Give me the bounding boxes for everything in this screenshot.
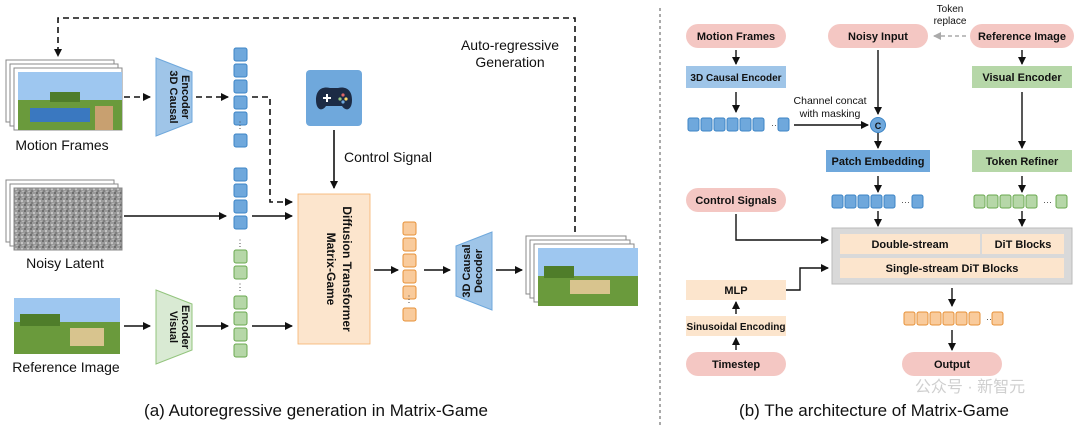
motion-token-row: ··· bbox=[687, 117, 790, 132]
block-visual-encoder: Visual Encoder bbox=[972, 66, 1072, 88]
block-patch-embedding: Patch Embedding bbox=[826, 150, 930, 172]
output-token-column: ⋮ bbox=[402, 221, 417, 322]
arrow-control-to-dit-r bbox=[735, 214, 829, 244]
svg-text:⋮: ⋮ bbox=[236, 120, 245, 130]
left-caption: (a) Autoregressive generation in Matrix-… bbox=[144, 401, 488, 420]
block-3d-causal-encoder: 3D Causal Encoder bbox=[686, 66, 786, 88]
svg-text:Matrix-Game: Matrix-Game bbox=[324, 233, 338, 306]
arrow-mlp-to-dit bbox=[786, 264, 829, 291]
latent-token-column: ⋮ bbox=[233, 167, 248, 280]
generated-frames-stack bbox=[525, 235, 638, 306]
reference-token-row: ··· bbox=[973, 194, 1068, 209]
autoregressive-loop bbox=[54, 17, 576, 232]
svg-text:Diffusion Transformer: Diffusion Transformer bbox=[340, 206, 354, 332]
svg-text:3D Causal Encoder: 3D Causal Encoder bbox=[690, 73, 781, 84]
svg-text:Decoder: Decoder bbox=[473, 248, 485, 293]
pill-output: Output bbox=[902, 352, 1002, 376]
svg-text:Visual Encoder: Visual Encoder bbox=[982, 72, 1062, 84]
svg-text:C: C bbox=[875, 121, 882, 131]
patch-token-row: ··· bbox=[831, 194, 924, 209]
svg-text:3D Causal: 3D Causal bbox=[461, 244, 473, 297]
svg-text:···: ··· bbox=[771, 120, 780, 130]
causal-encoder-block: 3D Causal Encoder bbox=[155, 57, 193, 137]
svg-text:Token Refiner: Token Refiner bbox=[986, 156, 1059, 168]
svg-text:Output: Output bbox=[934, 359, 970, 371]
svg-text:⋮: ⋮ bbox=[236, 282, 245, 292]
svg-text:Visual: Visual bbox=[167, 311, 179, 343]
motion-frames-label: Motion Frames bbox=[15, 137, 108, 153]
svg-text:Encoder: Encoder bbox=[179, 75, 191, 120]
token-replace-label: Token bbox=[937, 4, 964, 15]
svg-text:···: ··· bbox=[901, 197, 910, 207]
noisy-latent-label: Noisy Latent bbox=[26, 255, 104, 271]
pill-motion-frames: Motion Frames bbox=[686, 24, 786, 48]
dit-blocks-label: DiT Blocks bbox=[995, 239, 1052, 251]
gamepad-icon bbox=[306, 70, 362, 126]
visual-encoder-block: Visual Encoder bbox=[155, 289, 193, 365]
svg-text:Motion Frames: Motion Frames bbox=[697, 31, 775, 43]
concat-node: C bbox=[870, 117, 886, 133]
svg-text:Timestep: Timestep bbox=[712, 359, 760, 371]
double-stream-label: Double-stream bbox=[871, 239, 948, 251]
dit-blocks-panel: Double-stream DiT Blocks Single-stream D… bbox=[831, 227, 1073, 285]
channel-concat-label: Channel concat bbox=[794, 95, 867, 107]
arrow-motion-tokens-to-dit bbox=[252, 96, 293, 206]
channel-concat-label-2: with masking bbox=[799, 108, 861, 120]
control-signal-label: Control Signal bbox=[344, 149, 432, 165]
reference-image-label: Reference Image bbox=[12, 359, 120, 375]
svg-text:Sinusoidal Encoding: Sinusoidal Encoding bbox=[687, 322, 786, 333]
svg-text:⋮: ⋮ bbox=[236, 238, 245, 248]
autoregressive-label-2: Generation bbox=[475, 54, 544, 70]
noisy-latent-stack bbox=[5, 179, 123, 251]
svg-text:⋮: ⋮ bbox=[405, 294, 414, 304]
reference-image bbox=[14, 298, 120, 354]
right-caption: (b) The architecture of Matrix-Game bbox=[739, 401, 1009, 420]
pill-control-signals: Control Signals bbox=[686, 188, 786, 212]
output-token-row: ··· bbox=[903, 311, 1004, 326]
svg-text:···: ··· bbox=[1043, 197, 1052, 207]
reference-token-column: ⋮ bbox=[233, 282, 248, 358]
motion-token-column: ⋮ bbox=[233, 47, 248, 148]
svg-text:MLP: MLP bbox=[724, 285, 747, 297]
diffusion-transformer-block: Matrix-Game Diffusion Transformer bbox=[297, 193, 371, 345]
watermark: 公众号 · 新智元 bbox=[915, 378, 1025, 396]
pill-timestep: Timestep bbox=[686, 352, 786, 376]
block-sinusoidal-encoding: Sinusoidal Encoding bbox=[686, 316, 786, 336]
causal-decoder-block: 3D Causal Decoder bbox=[455, 231, 493, 311]
block-mlp: MLP bbox=[686, 280, 786, 300]
pill-reference-image: Reference Image bbox=[970, 24, 1074, 48]
svg-text:3D Causal: 3D Causal bbox=[167, 70, 179, 123]
token-replace-label-2: replace bbox=[934, 16, 967, 27]
pill-noisy-input: Noisy Input bbox=[828, 24, 928, 48]
block-token-refiner: Token Refiner bbox=[972, 150, 1072, 172]
svg-text:Control Signals: Control Signals bbox=[695, 195, 776, 207]
svg-text:Patch Embedding: Patch Embedding bbox=[832, 156, 925, 168]
svg-text:Noisy Input: Noisy Input bbox=[848, 31, 908, 43]
svg-text:Reference Image: Reference Image bbox=[978, 31, 1066, 43]
svg-text:Encoder: Encoder bbox=[179, 305, 191, 350]
autoregressive-label: Auto-regressive bbox=[461, 37, 559, 53]
single-stream-label: Single-stream DiT Blocks bbox=[886, 263, 1019, 275]
motion-frames-stack bbox=[5, 59, 123, 131]
svg-text:···: ··· bbox=[986, 314, 995, 324]
